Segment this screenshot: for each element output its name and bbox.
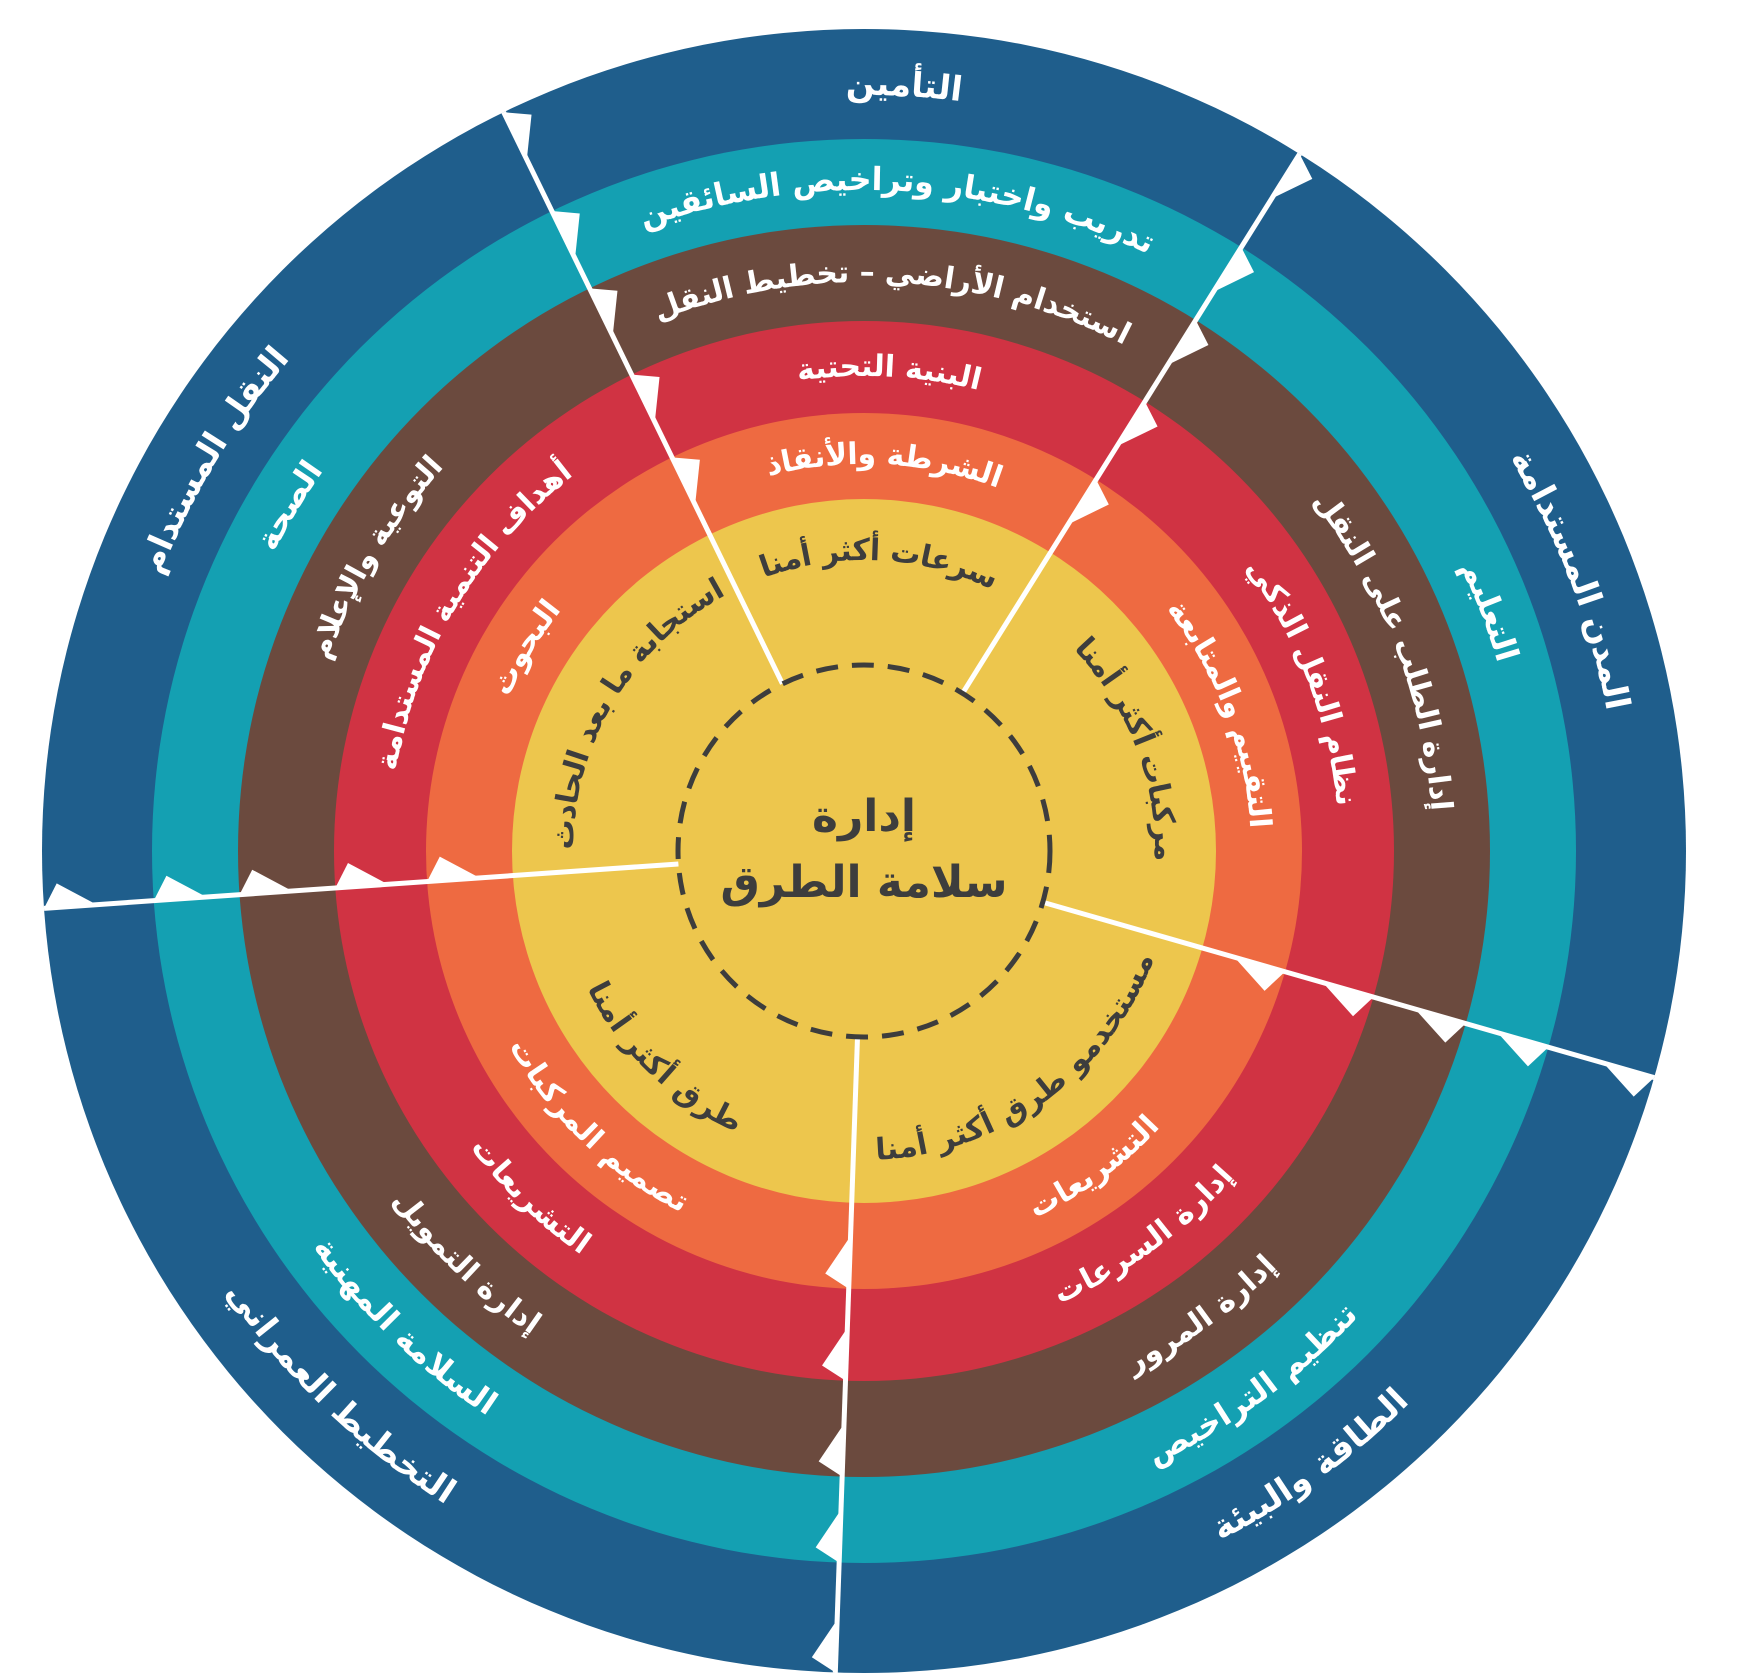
divider-notch [589, 288, 618, 336]
ring-6-label-1: التأمين [846, 62, 965, 110]
divider-notch [551, 211, 580, 259]
sector-divider-5 [43, 861, 679, 911]
divider-notch [1068, 479, 1109, 525]
divider-notch [631, 374, 660, 423]
divider-notch [427, 856, 480, 882]
divider-notch [44, 883, 97, 909]
divider-notch [825, 1235, 851, 1289]
divider-notch [1213, 247, 1255, 292]
divider-notch [1234, 957, 1286, 991]
center-hub: إدارة سلامة الطرق [675, 662, 1053, 1040]
divider-notch [1271, 153, 1313, 199]
center-title-line1: إدارة [812, 791, 916, 842]
sector-dividers [43, 111, 1655, 1673]
divider-notch [815, 1509, 841, 1563]
divider-notch [239, 869, 293, 895]
divider-notch [1603, 1063, 1655, 1097]
divider-notch [1497, 1032, 1549, 1067]
divider-notch [822, 1327, 848, 1381]
divider-notch [153, 875, 207, 901]
divider-notch [811, 1619, 838, 1673]
divider-notch [1414, 1008, 1466, 1043]
center-dashed-circle [675, 662, 1053, 1040]
divider-notch [503, 112, 532, 160]
divider-notch [335, 863, 388, 888]
divider-notch [1116, 401, 1158, 447]
divider-notch [1167, 320, 1209, 365]
divider-notch [1322, 982, 1374, 1017]
center-title-line2: سلامة الطرق [720, 857, 1007, 908]
divider-notch [818, 1423, 844, 1477]
divider-notch [671, 457, 700, 505]
